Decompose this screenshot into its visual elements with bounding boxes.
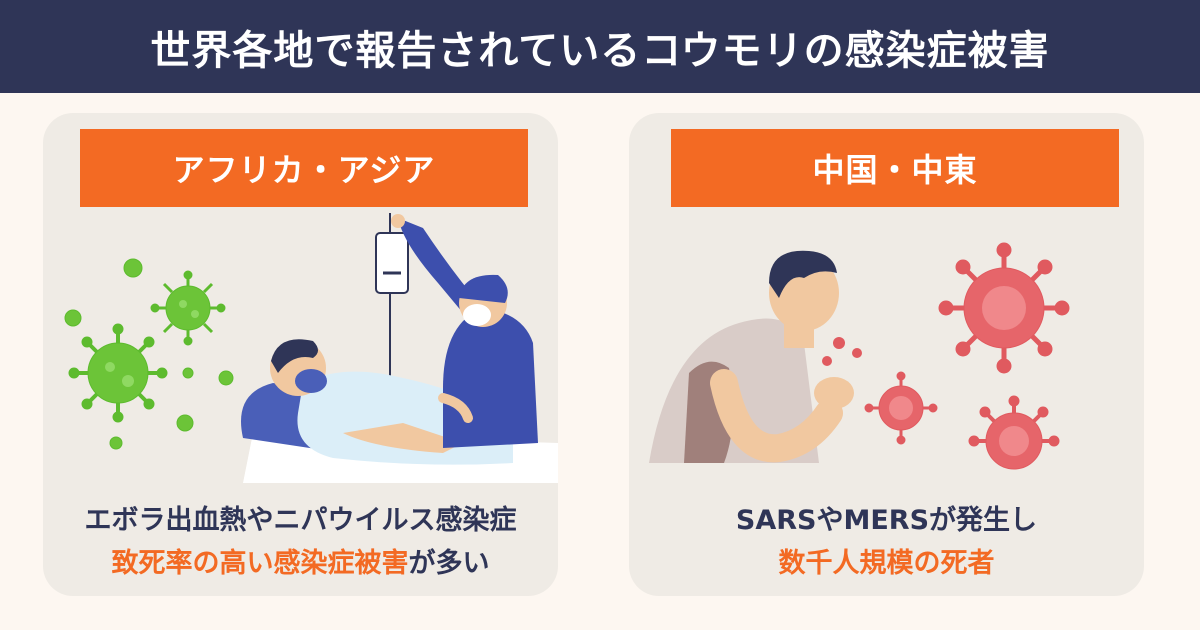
hospital-patient-illustration — [64, 213, 558, 483]
caption-impact: 致死率の高い感染症被害が多い — [43, 541, 558, 580]
iv-drip-icon — [375, 213, 409, 403]
caption-diseases: SARSやMERSが発生し — [735, 505, 1038, 536]
caption-rest: が多い — [408, 548, 490, 579]
caption-diseases: エボラ出血熱やニパウイルス感染症 — [84, 505, 517, 536]
region-label-africa-asia: アフリカ・アジア — [80, 129, 528, 207]
page-title: 世界各地で報告されているコウモリの感染症被害 — [150, 27, 1050, 74]
coughing-man-illustration — [649, 242, 1070, 470]
caption-impact: 数千人規模の死者 — [629, 541, 1144, 580]
green-virus-icon — [64, 258, 234, 450]
card-china-middle-east: 中国・中東 SARSやMERSが発生し 数千人規模の死者 — [629, 113, 1144, 596]
card-africa-asia: アフリカ・アジア エボラ出血熱やニパウイルス感染症 致死率の高い感染症被害が多い — [43, 113, 558, 596]
region-label-china-middle-east: 中国・中東 — [671, 129, 1119, 207]
caption-highlight: 致死率の高い感染症被害 — [111, 548, 409, 579]
page-header: 世界各地で報告されているコウモリの感染症被害 — [0, 0, 1200, 93]
red-virus-icon — [864, 242, 1070, 470]
caption-highlight: 数千人規模の死者 — [778, 548, 995, 579]
